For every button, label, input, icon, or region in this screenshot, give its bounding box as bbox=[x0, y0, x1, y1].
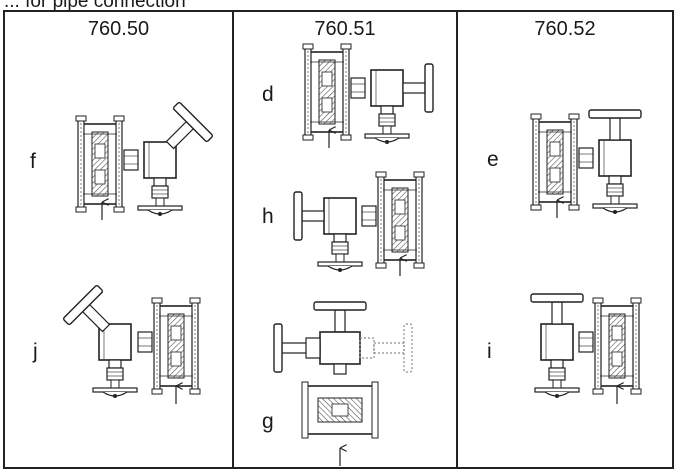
header-partial-text: ... for pipe connection bbox=[4, 0, 186, 12]
variant-label-d: d bbox=[262, 83, 274, 106]
variant-label-f: f bbox=[30, 150, 36, 173]
valve-drawing-h bbox=[293, 171, 425, 276]
variant-label-j: j bbox=[33, 340, 38, 363]
variant-label-i: i bbox=[487, 340, 492, 363]
variant-label-h: h bbox=[262, 205, 274, 228]
variant-label-g: g bbox=[262, 410, 274, 433]
column-760-51: 760.51 bbox=[234, 12, 458, 467]
column-title: 760.51 bbox=[314, 18, 376, 40]
column-760-52: 760.52 bbox=[458, 12, 672, 467]
valve-drawing-j bbox=[62, 284, 201, 404]
variant-table: 760.50 760.51 760.52 bbox=[3, 10, 674, 469]
column-760-50: 760.50 bbox=[5, 12, 234, 467]
column-title: 760.52 bbox=[534, 18, 596, 40]
valve-drawing-g bbox=[273, 301, 413, 466]
valve-drawing-f bbox=[75, 101, 214, 220]
column-title: 760.50 bbox=[87, 18, 150, 40]
valve-drawing-d bbox=[302, 43, 434, 148]
valve-drawing-e bbox=[530, 109, 642, 218]
variant-label-e: e bbox=[487, 148, 499, 171]
valve-drawing-i bbox=[530, 293, 642, 404]
